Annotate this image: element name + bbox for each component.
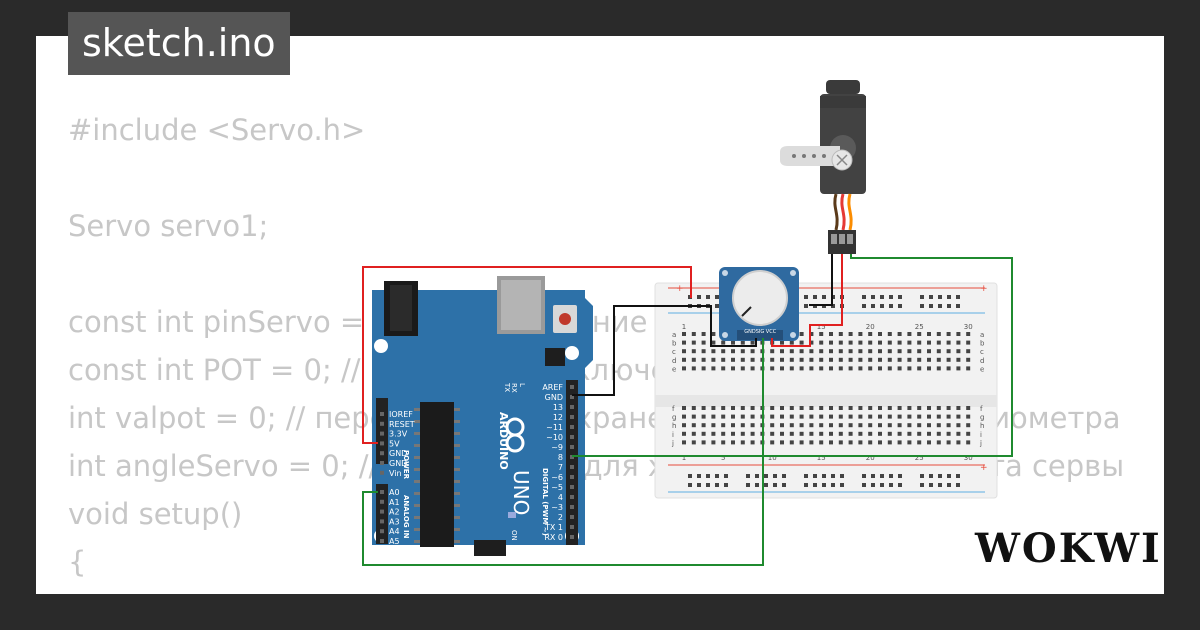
- breadboard-row-label: j: [979, 439, 982, 447]
- digital-pin-label: 8: [558, 453, 563, 462]
- digital-pin-label: 4: [558, 493, 563, 502]
- analog-header-label: ANALOG IN: [402, 495, 410, 539]
- pot-pin-label: GND: [744, 329, 756, 335]
- file-tab[interactable]: sketch.ino: [68, 12, 290, 75]
- breadboard-row-label: b: [980, 340, 985, 348]
- arduino-uno-board[interactable]: ARDUINO UNO ON L TX RX DIGITAL (PWM ~) P…: [372, 276, 593, 556]
- analog-pin-label: A0: [389, 488, 400, 497]
- digital-pin-label: ~10: [546, 433, 563, 442]
- power-pin-label: GND: [389, 459, 407, 468]
- svg-text:+: +: [676, 284, 684, 294]
- breadboard-row-label: g: [980, 414, 984, 422]
- svg-text:+: +: [980, 463, 988, 473]
- digital-pin-label: 2: [558, 513, 563, 522]
- breadboard[interactable]: + + + 115510101515202025253030aabbccddee…: [654, 282, 998, 499]
- wire-a0-green[interactable]: [362, 338, 764, 566]
- analog-pin-label: A3: [389, 517, 400, 526]
- digital-header-label: DIGITAL (PWM ~): [541, 468, 549, 536]
- breadboard-row-label: i: [980, 431, 982, 439]
- breadboard-row-label: a: [672, 331, 676, 339]
- analog-pin-label: A5: [389, 537, 400, 546]
- digital-pin-label: ~11: [546, 423, 563, 432]
- digital-pin-label: GND: [545, 393, 563, 402]
- power-pin-label: RESET: [389, 420, 415, 429]
- power-pin-label: 3.3V: [389, 430, 408, 439]
- breadboard-row-label: h: [980, 422, 984, 430]
- breadboard-row-label: g: [672, 414, 676, 422]
- breadboard-row-label: e: [980, 365, 984, 373]
- breadboard-column-label: 15: [817, 323, 826, 331]
- digital-pin-label: TX 1: [544, 523, 563, 532]
- power-header-label: POWER: [402, 450, 410, 480]
- breadboard-row-label: e: [672, 365, 676, 373]
- pot-pin-label: VCC: [766, 329, 777, 335]
- breadboard-row-label: i: [672, 431, 674, 439]
- wire-5v-red[interactable]: [362, 266, 692, 444]
- breadboard-column-label: 10: [768, 454, 777, 462]
- wokwi-logo: WOKWI: [975, 525, 1162, 572]
- breadboard-row-label: f: [980, 405, 983, 413]
- breadboard-row-label: h: [672, 422, 676, 430]
- breadboard-column-label: 25: [915, 454, 924, 462]
- analog-pin-label: A1: [389, 498, 400, 507]
- breadboard-row-label: c: [980, 348, 984, 356]
- wire-gnd-black[interactable]: [572, 305, 757, 396]
- power-pin-label: GND: [389, 449, 407, 458]
- servo-horn: [780, 146, 840, 166]
- breadboard-column-label: 15: [817, 454, 826, 462]
- digital-pin-label: ~5: [551, 483, 563, 492]
- rx-led-label: RX: [510, 383, 518, 393]
- digital-pin-label: 7: [558, 463, 563, 472]
- breadboard-column-label: 5: [721, 454, 725, 462]
- code-line: void setup(): [68, 497, 243, 531]
- digital-pin-label: AREF: [542, 383, 563, 392]
- power-pin-label: IOREF: [389, 410, 413, 419]
- breadboard-row-label: c: [672, 348, 676, 356]
- wire-servo-signal-green[interactable]: [572, 254, 1013, 457]
- digital-pin-label: 12: [553, 413, 563, 422]
- servo-motor[interactable]: [780, 80, 866, 254]
- tx-led-label: TX: [503, 382, 511, 392]
- code-line: Servo servo1;: [68, 209, 269, 243]
- breadboard-row-label: f: [672, 405, 675, 413]
- breadboard-row-label: d: [980, 357, 984, 365]
- breadboard-column-label: 1: [682, 323, 686, 331]
- arduino-model: UNO: [509, 470, 533, 515]
- breadboard-column-label: 25: [915, 323, 924, 331]
- power-pin-label: 5V: [389, 439, 400, 448]
- digital-pin-label: RX 0: [544, 533, 563, 542]
- breadboard-row-label: a: [980, 331, 984, 339]
- on-label: ON: [510, 530, 518, 541]
- pot-pin-label: SIG: [756, 329, 765, 335]
- svg-text:+: +: [980, 284, 988, 294]
- analog-pin-label: A2: [389, 508, 400, 517]
- digital-pin-label: ~9: [551, 443, 563, 452]
- breadboard-column-label: 20: [866, 323, 875, 331]
- breadboard-column-label: 30: [964, 454, 973, 462]
- breadboard-row-label: d: [672, 357, 676, 365]
- code-line: #include <Servo.h>: [68, 113, 366, 147]
- breadboard-column-label: 1: [682, 454, 686, 462]
- breadboard-column-label: 20: [866, 454, 875, 462]
- digital-pin-label: 13: [553, 403, 563, 412]
- arduino-brand: ARDUINO: [497, 412, 510, 470]
- wire-pot-vcc-red[interactable]: [771, 254, 843, 347]
- digital-pin-label: ~3: [551, 503, 563, 512]
- code-line: {: [68, 545, 87, 579]
- arduino-logo-icon: [505, 417, 525, 453]
- breadboard-column-label: 30: [964, 323, 973, 331]
- breadboard-row-label: j: [671, 439, 674, 447]
- breadboard-row-label: b: [672, 340, 677, 348]
- code-line: //: [68, 586, 1124, 594]
- microcontroller-chip: [420, 402, 454, 547]
- potentiometer-knob[interactable]: [732, 270, 788, 326]
- l-led-label: L: [518, 383, 526, 387]
- wire-servo-gnd-black[interactable]: [809, 254, 833, 306]
- digital-pin-label: ~6: [551, 473, 563, 482]
- power-pin-label: Vin: [389, 469, 402, 478]
- analog-pin-label: A4: [389, 527, 400, 536]
